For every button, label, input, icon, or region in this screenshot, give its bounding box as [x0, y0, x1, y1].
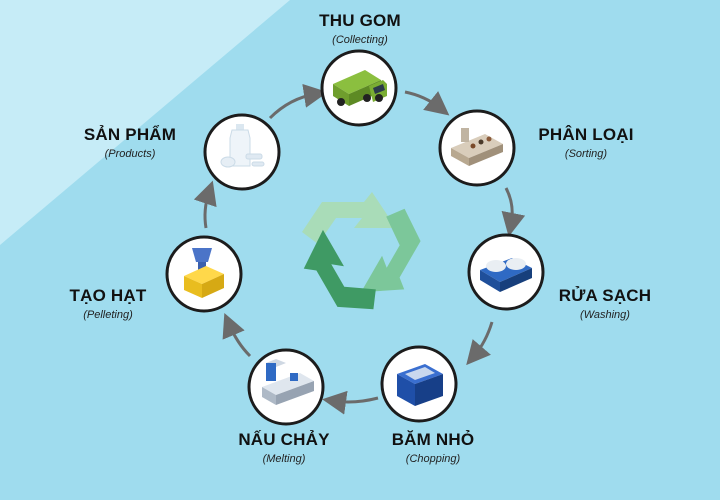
- node-products: [203, 113, 281, 191]
- arrow-pelleting-to-products: [193, 180, 217, 229]
- step-label-pelleting: TẠO HẠT (Pelleting): [48, 286, 168, 321]
- arrow-washing-to-chopping: [466, 321, 494, 366]
- extruder-icon: [262, 359, 314, 405]
- plastic-bottles-icon: [220, 124, 265, 168]
- arrow-products-to-collecting: [268, 83, 328, 120]
- garbage-truck-icon: [333, 70, 387, 106]
- step-label-washing: RỬA SẠCH (Washing): [545, 286, 665, 321]
- step-subtitle: (Sorting): [564, 148, 608, 160]
- step-subtitle: (Collecting): [332, 34, 388, 46]
- step-label-sorting: PHÂN LOẠI (Sorting): [526, 125, 646, 160]
- corner-highlight: [0, 0, 290, 245]
- node-washing: [467, 233, 545, 311]
- node-pelleting: [165, 235, 243, 313]
- shredder-icon: [397, 364, 443, 406]
- node-chopping: [380, 345, 458, 423]
- cycle-arrows: [193, 83, 526, 415]
- arrow-chopping-to-melting: [322, 390, 379, 415]
- step-title: NẤU CHẢY: [238, 430, 330, 449]
- step-subtitle: (Pelleting): [83, 309, 133, 321]
- step-label-collecting: THU GOM (Collecting): [300, 11, 420, 46]
- recycle-icon: [302, 192, 421, 310]
- arrow-melting-to-pelleting: [222, 312, 252, 358]
- node-sorting: [438, 109, 516, 187]
- step-title: TẠO HẠT: [69, 286, 147, 305]
- node-melting: [247, 348, 325, 426]
- step-subtitle: (Washing): [580, 309, 630, 321]
- step-title: SẢN PHẨM: [83, 125, 177, 144]
- step-title: RỬA SẠCH: [558, 286, 652, 305]
- step-label-products: SẢN PHẨM (Products): [70, 125, 190, 160]
- pelletizer-icon: [184, 248, 224, 298]
- step-subtitle: (Products): [104, 148, 156, 160]
- arrow-collecting-to-sorting: [404, 90, 450, 116]
- step-title: THU GOM: [319, 11, 401, 30]
- node-collecting: [320, 49, 398, 127]
- step-label-melting: NẤU CHẢY (Melting): [219, 430, 349, 465]
- step-title: PHÂN LOẠI: [538, 125, 634, 144]
- step-label-chopping: BĂM NHỎ (Chopping): [373, 430, 493, 465]
- arrow-sorting-to-washing: [501, 187, 526, 237]
- step-subtitle: (Melting): [262, 453, 306, 465]
- step-subtitle: (Chopping): [405, 453, 461, 465]
- sorting-conveyor-icon: [451, 128, 503, 166]
- step-title: BĂM NHỎ: [391, 430, 475, 449]
- washing-tank-icon: [480, 258, 532, 292]
